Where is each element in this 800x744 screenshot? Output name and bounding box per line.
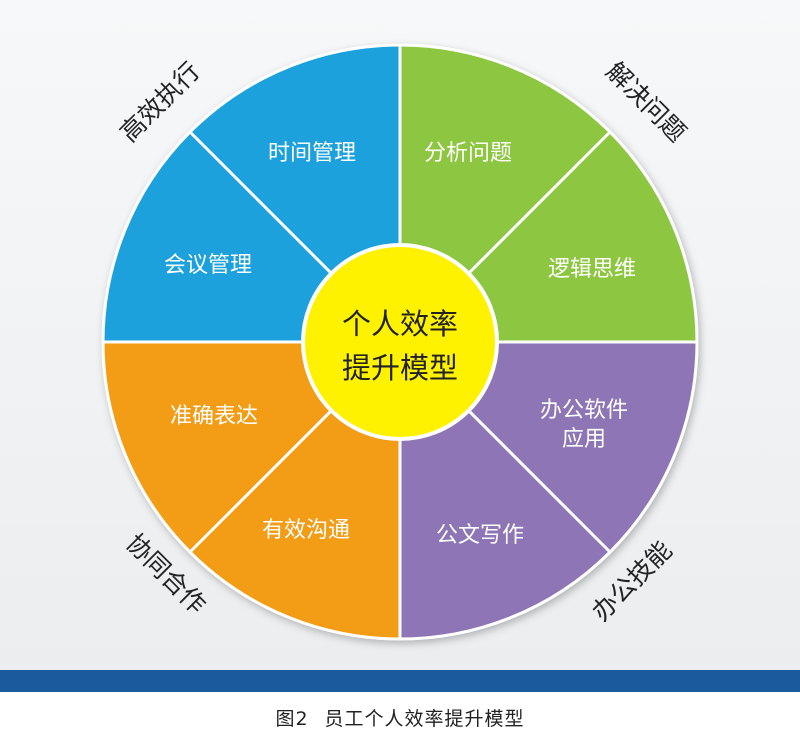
category-label-problem: 解决问题 [600,56,691,147]
segment-label-effective-communication: 有效沟通 [262,518,350,543]
segment-label-office-software-line1: 办公软件 [540,398,628,423]
segment-label-document-writing: 公文写作 [436,523,524,548]
figure-number: 图2 [275,708,309,730]
segment-label-time-management: 时间管理 [268,141,356,166]
caption-divider-bar [0,670,800,692]
center-title-line2: 提升模型 [342,351,458,385]
wheel-body [101,43,699,641]
figure-title: 员工个人效率提升模型 [324,708,525,730]
caption-area: 图2 员工个人效率提升模型 [0,692,800,744]
diagram-area: 个人效率 提升模型 时间管理 会议管理 分析问题 逻辑思维 办公软件 应用 公文… [0,0,800,670]
center-title-line1: 个人效率 [342,307,458,341]
segment-label-logical-thinking: 逻辑思维 [548,257,636,282]
center-circle [301,243,499,441]
segment-label-meeting-management: 会议管理 [164,253,252,278]
segment-label-accurate-expression: 准确表达 [170,404,258,429]
segment-label-analyze-problem: 分析问题 [424,141,512,166]
segment-label-office-software-line2: 应用 [562,427,606,452]
figure-caption: 图2 员工个人效率提升模型 [0,704,800,731]
efficiency-wheel: 个人效率 提升模型 时间管理 会议管理 分析问题 逻辑思维 办公软件 应用 公文… [101,43,699,641]
